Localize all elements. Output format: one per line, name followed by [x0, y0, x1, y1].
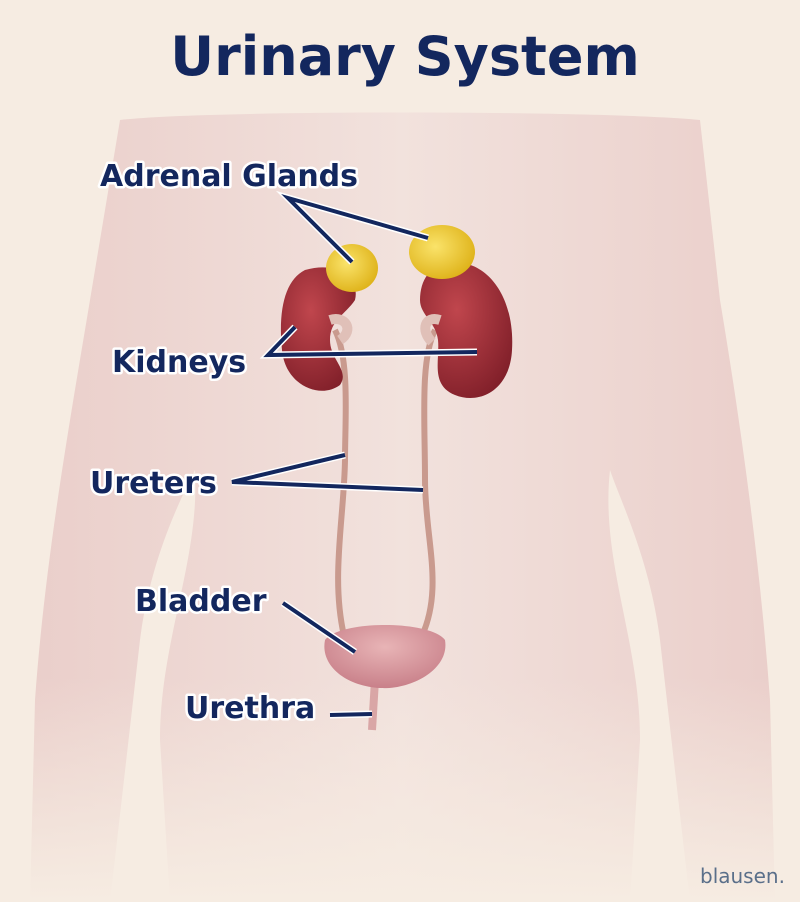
label-adrenal-glands: Adrenal Glands [100, 159, 358, 194]
left-adrenal-gland [326, 244, 378, 292]
label-bladder: Bladder [135, 584, 267, 619]
urethra-shape [368, 679, 379, 731]
left-renal-pelvis [328, 314, 353, 345]
label-ureters: Ureters [90, 466, 217, 501]
diagram-title: Urinary System [170, 25, 639, 88]
leader-lines [231, 190, 478, 719]
right-kidney [420, 261, 513, 398]
label-urethra: Urethra [185, 691, 315, 726]
blausen-logo: blausen. [700, 864, 785, 888]
left-ureter [332, 328, 349, 641]
left-kidney [280, 267, 356, 391]
label-kidneys: Kidneys [112, 345, 246, 380]
right-renal-pelvis [420, 314, 442, 346]
right-ureter [417, 328, 438, 642]
bladder-shape [324, 625, 446, 689]
